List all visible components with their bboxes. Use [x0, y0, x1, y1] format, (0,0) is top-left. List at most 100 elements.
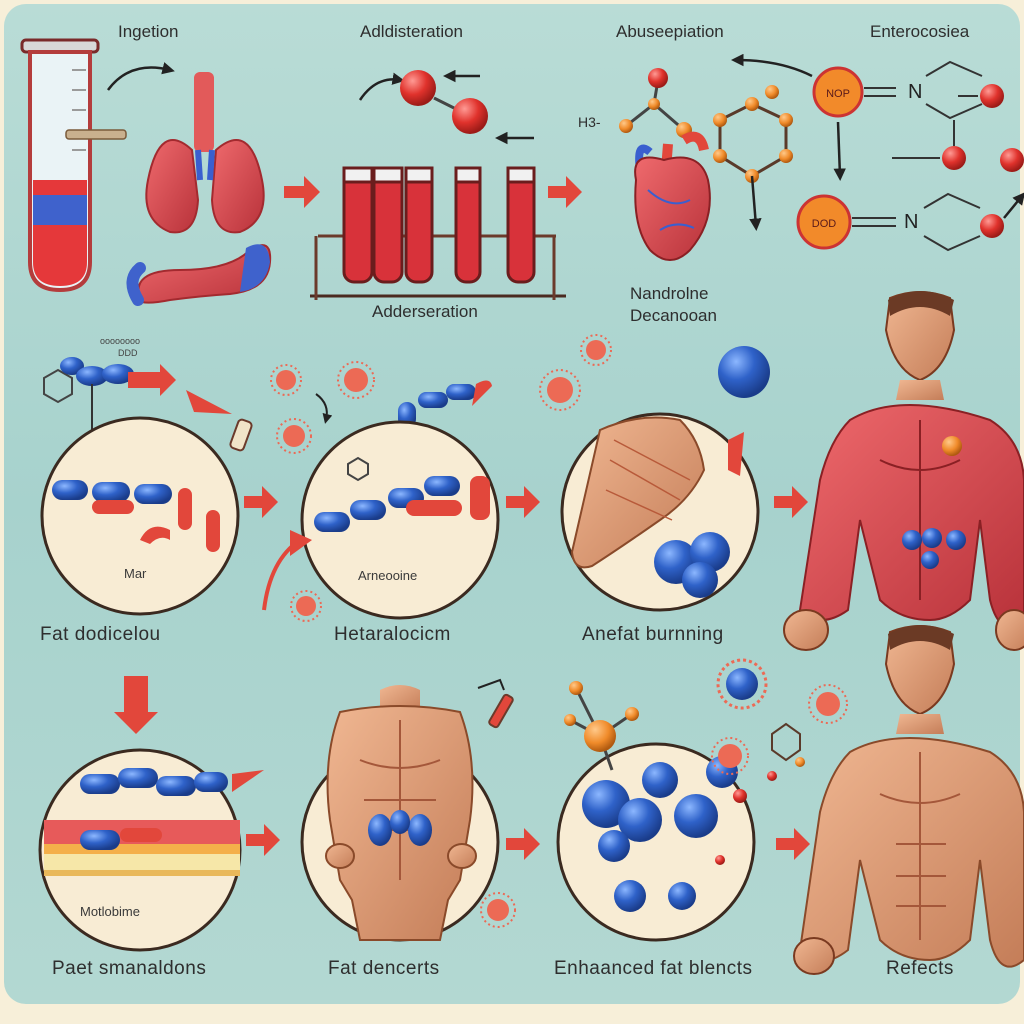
label-h3: H3- — [578, 114, 601, 130]
muscle-capsule — [92, 500, 134, 514]
fat-capsule — [52, 480, 88, 500]
flow-arrow — [284, 176, 320, 208]
fat-cell — [668, 882, 696, 910]
fat-cell — [582, 780, 630, 828]
test-tubes — [342, 166, 536, 284]
flow-arrow — [246, 824, 280, 856]
label-absorption: Abuseepiation — [616, 22, 724, 41]
circle-2-label: Arneooine — [358, 568, 418, 583]
muscle-capsule — [470, 476, 490, 520]
fat-capsule — [194, 772, 228, 792]
curve-arrow-ingestion — [106, 62, 175, 91]
hexagon-molecule — [713, 85, 793, 231]
molecule-structure — [619, 68, 692, 138]
flow-arrow-down — [114, 676, 158, 734]
fat-capsule — [134, 484, 172, 504]
flow-arrow — [776, 828, 810, 860]
syringe-icon — [477, 678, 514, 729]
organ-blue-tail — [126, 262, 146, 306]
cell-icon — [539, 334, 612, 411]
organ-blue-tip — [240, 244, 270, 292]
label-ingestion: Ingetion — [118, 22, 179, 41]
fat-cell — [682, 562, 718, 598]
fat-capsule — [314, 512, 350, 532]
tissue-layer — [44, 870, 240, 876]
flow-arrow — [290, 530, 312, 556]
flow-arrow — [506, 486, 540, 518]
detail-circle-2 — [300, 420, 500, 620]
tissue-layer — [44, 844, 240, 854]
cell-icon — [480, 892, 516, 928]
molecule-atom — [980, 84, 1004, 108]
ring-icon — [347, 456, 369, 482]
caption-refects: Refects — [886, 958, 954, 979]
curve-arrow — [315, 393, 333, 424]
nop-bottom-label: DOD — [812, 218, 837, 230]
fat-capsule — [80, 774, 120, 794]
detail-circle-1 — [40, 416, 240, 616]
molecule-atom — [733, 789, 747, 803]
molecule-atom — [980, 214, 1004, 238]
circle-1-label: Mar — [124, 566, 147, 581]
flow-arrow — [774, 486, 808, 518]
flow-arrow — [728, 432, 744, 476]
torso-figure — [325, 685, 477, 941]
muscle-capsule — [206, 510, 220, 552]
fat-capsule — [156, 776, 196, 796]
lungs-icon — [145, 72, 265, 234]
flow-arrow — [244, 486, 278, 518]
svg-text:oooooooo: oooooooo — [100, 336, 140, 346]
caption-fat-dodicelou: Fat dodicelou — [40, 624, 161, 645]
molecule-atom — [942, 146, 966, 170]
flow-arrow — [548, 176, 582, 208]
n-bottom-label: N — [904, 211, 918, 233]
flow-arrow — [186, 390, 232, 414]
molecule-atom — [400, 70, 436, 106]
fat-capsule — [424, 476, 460, 496]
tissue-layer — [44, 854, 240, 870]
caption-anefat-burnning: Anefat burnning — [582, 624, 724, 645]
label-enterocosiea: Enterocosiea — [870, 22, 970, 41]
muscle-fragment — [140, 526, 170, 544]
svg-text:DDD: DDD — [118, 348, 138, 358]
fat-cell — [614, 880, 646, 912]
circle-4-label: Motlobime — [80, 904, 140, 919]
molecule-atom — [1000, 148, 1024, 172]
n-top-label: N — [908, 81, 922, 103]
flow-arrow — [506, 828, 540, 860]
molecule-atom — [715, 855, 725, 865]
cell-icon — [711, 658, 848, 775]
heart-icon — [634, 131, 711, 261]
fat-capsule — [118, 768, 158, 788]
flow-arrow — [232, 770, 264, 792]
curve-arrow-top — [358, 72, 405, 101]
fat-cell — [718, 346, 770, 398]
muscle-capsule — [178, 488, 192, 530]
test-tube-icon — [20, 38, 127, 293]
foot-icon — [570, 416, 706, 569]
muscle-capsule — [120, 828, 162, 842]
muscle-capsule — [406, 500, 462, 516]
fat-cell — [598, 830, 630, 862]
muscular-figure-2 — [793, 625, 1024, 975]
fat-capsule — [350, 500, 386, 520]
fat-capsule — [80, 830, 120, 850]
flask-icon — [229, 418, 253, 452]
label-adderseration: Adderseration — [372, 302, 478, 321]
fat-cell — [674, 794, 718, 838]
caption-fat-dencerts: Fat dencerts — [328, 958, 440, 979]
molecule-structure — [767, 722, 805, 781]
flow-arrow — [128, 364, 176, 396]
caption-paet-smanaldons: Paet smanaldons — [52, 958, 207, 979]
caption-hetaralocicm: Hetaralocicm — [334, 624, 451, 645]
nop-node — [796, 194, 852, 250]
arrow-left — [731, 53, 813, 78]
fat-cell — [618, 798, 662, 842]
caption-enhanced-fat-blencts: Enhaanced fat blencts — [554, 958, 753, 979]
molecule-structure — [564, 681, 639, 771]
label-administration: Adldisteration — [360, 22, 464, 41]
small-molecule-chain: oooooooo DDD — [43, 336, 140, 404]
fat-cell — [642, 762, 678, 798]
cell-icon — [270, 361, 375, 622]
